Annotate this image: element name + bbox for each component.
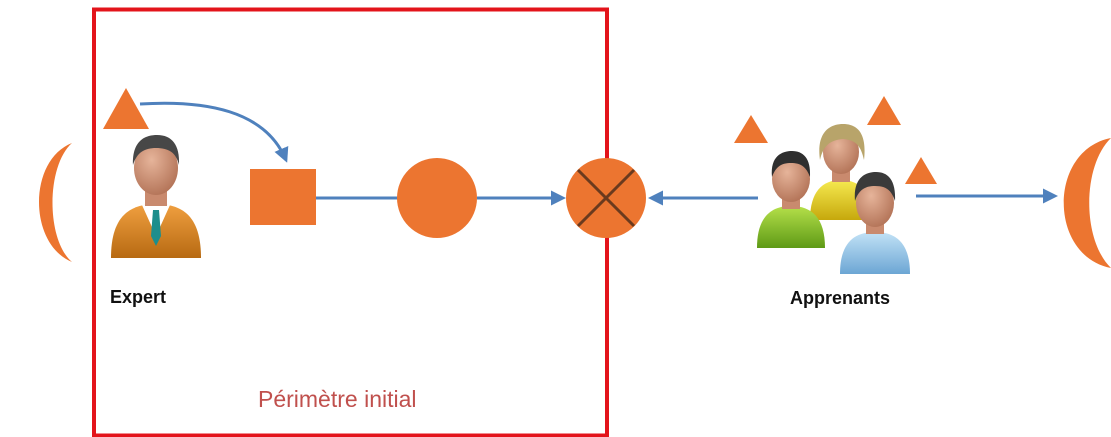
- learner-triangle-left: [734, 115, 768, 143]
- circle-shape: [397, 158, 477, 238]
- expert-person-icon: [111, 135, 201, 258]
- learner-triangle-right: [905, 157, 937, 184]
- learner-triangle-top: [867, 96, 901, 125]
- right-crescent-shape: [1063, 138, 1111, 268]
- expert-label: Expert: [110, 287, 167, 307]
- learners-label: Apprenants: [790, 288, 891, 308]
- learner-yellow-icon: [810, 124, 872, 220]
- learner-blue-icon: [840, 172, 910, 274]
- learner-green-icon: [757, 151, 825, 248]
- left-crescent-shape: [39, 143, 72, 262]
- square-shape: [250, 169, 316, 225]
- cross-icon: [576, 168, 636, 228]
- perimeter-label: Périmètre initial: [258, 386, 417, 412]
- curved-arrow: [139, 101, 289, 163]
- expert-triangle-shape: [103, 88, 149, 129]
